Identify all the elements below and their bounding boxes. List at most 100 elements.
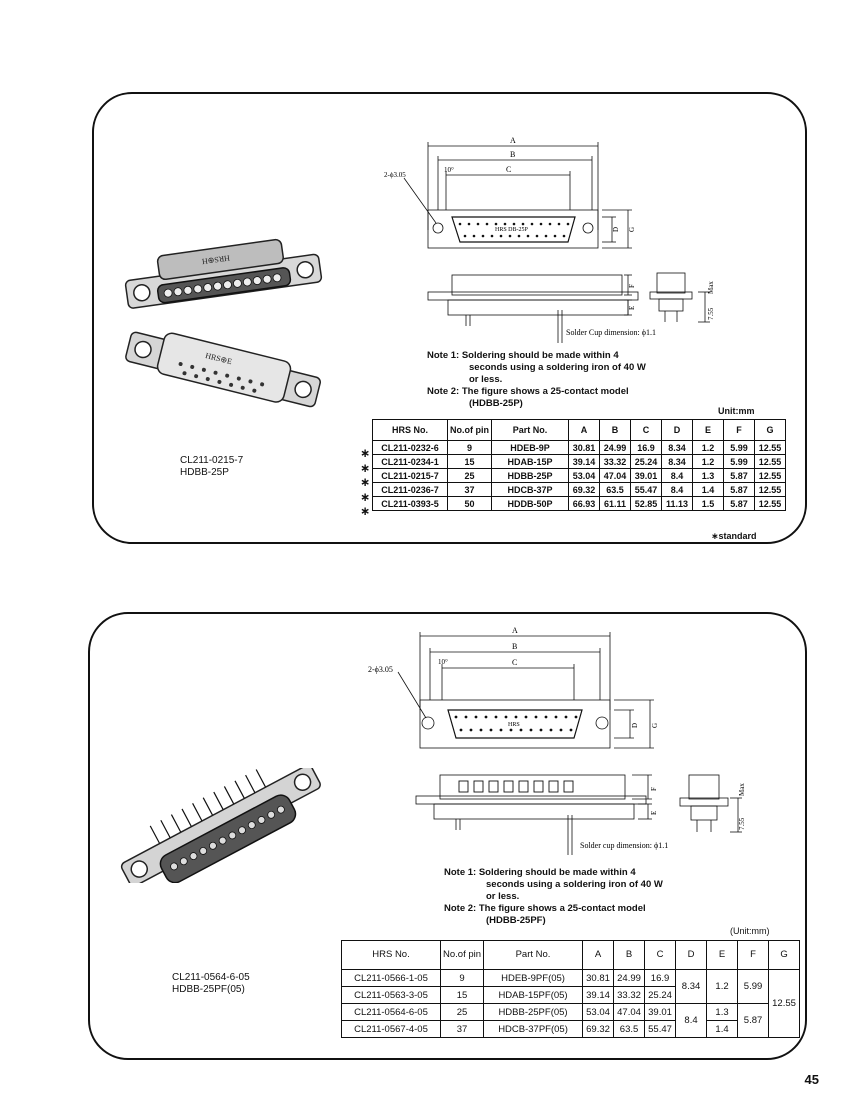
cell-part: HDBB-25P: [491, 468, 569, 483]
caption-part-number: HDBB-25P: [180, 467, 229, 478]
solder-cup-label-2: Solder cup dimension: ϕ1.1: [580, 841, 668, 850]
dim-a: 39.14: [582, 986, 615, 1004]
table-row: CL211-0564-6-05 25 HDBB-25PF(05) 53.04 4…: [341, 1003, 800, 1038]
cell-f: 5.99: [723, 440, 755, 455]
dim-d-label: D: [612, 227, 620, 232]
column-header: B: [599, 419, 631, 441]
cell-c: 52.85: [630, 496, 662, 511]
caption-panel1: CL211-0215-7 HDBB-25P: [180, 455, 243, 479]
cell-part: HDDB-50P: [491, 496, 569, 511]
dim-g-merged: 12.55: [768, 969, 801, 1038]
note2-line1: Note 2: The figure shows a 25-contact mo…: [427, 386, 629, 397]
cell-g: 12.55: [754, 468, 786, 483]
dim-c: 16.9: [644, 969, 677, 987]
cell-b: 33.32: [599, 454, 631, 469]
face-marking: HRS DB-25P: [495, 227, 529, 233]
cell-a: 66.93: [568, 496, 600, 511]
cell-f: 5.87: [723, 496, 755, 511]
dim-a: 30.81: [582, 969, 615, 987]
max-label: Max: [707, 281, 715, 294]
note2-line2: (HDBB-25P): [469, 398, 523, 409]
cell-c: 25.24: [630, 454, 662, 469]
standard-star: ∗: [360, 489, 371, 504]
column-header: E: [706, 940, 739, 970]
dim-e-label: E: [628, 306, 636, 310]
height-label: 7.55: [707, 307, 715, 320]
column-header: C: [630, 419, 662, 441]
cell-c: 16.9: [630, 440, 662, 455]
note1-line1: Note 1: Soldering should be made within …: [427, 350, 619, 361]
cell-part: HDEB-9P: [491, 440, 569, 455]
dim-c: 25.24: [644, 986, 677, 1004]
page-number: 45: [804, 1072, 819, 1087]
cell-a: 30.81: [568, 440, 600, 455]
cell-hrs: CL211-0393-5: [372, 496, 448, 511]
photo-marking-top: HRS⊕H: [201, 253, 230, 266]
column-header: F: [737, 940, 770, 970]
column-header: C: [644, 940, 677, 970]
cell-part: HDAB-15P: [491, 454, 569, 469]
hrs-no: CL211-0566-1-05: [341, 969, 441, 987]
cell-c: 39.01: [630, 468, 662, 483]
cell-e: 1.2: [692, 454, 724, 469]
cell-pin: 25: [447, 468, 492, 483]
dim-d-merged-top: 8.34: [675, 969, 708, 1004]
unit-label-panel1: Unit:mm: [718, 406, 755, 416]
dim-f-label-2: F: [650, 787, 658, 791]
standard-note: ∗standard: [711, 531, 757, 541]
standard-star: ∗: [360, 475, 371, 489]
dim-f-label: F: [628, 284, 636, 288]
column-header: Part No.: [483, 940, 584, 970]
dim-c: 55.47: [644, 1020, 677, 1038]
cell-g: 12.55: [754, 496, 786, 511]
column-header: No.of pin: [439, 940, 485, 970]
column-header: D: [661, 419, 693, 441]
cell-pin: 37: [447, 482, 492, 497]
column-header: F: [723, 419, 755, 441]
holes-label: 2-ϕ3.05: [384, 171, 406, 179]
hrs-no: CL211-0563-3-05: [341, 986, 441, 1004]
note1-line2: seconds using a soldering iron of 40 W: [469, 362, 646, 373]
dim-a: 53.04: [582, 1003, 615, 1021]
note1-line2-2: seconds using a soldering iron of 40 W: [486, 879, 663, 890]
dimension-drawing-hdbb-25pf: A B C 10° 2-ϕ3.05 HRS D G F E Max 7.55 S…: [368, 626, 746, 855]
dim-b: 47.04: [613, 1003, 646, 1021]
table-row: CL211-0567-4-05 37 HDCB-37PF(05) 69.32 6…: [341, 1020, 800, 1038]
cell-hrs: CL211-0236-7: [372, 482, 448, 497]
dim-e: 1.4: [706, 1020, 739, 1038]
pin-count: 25: [439, 1003, 485, 1021]
column-header: A: [582, 940, 615, 970]
dim-e-label-2: E: [650, 811, 658, 815]
cell-b: 61.11: [599, 496, 631, 511]
dim-f-merged-bottom: 5.87: [737, 1003, 770, 1038]
dim-c-label: C: [506, 165, 511, 174]
cell-a: 53.04: [568, 468, 600, 483]
max-label-2: Max: [738, 783, 746, 796]
caption-hrs-number-2: CL211-0564-6-05: [172, 972, 250, 983]
angle-label: 10°: [444, 166, 454, 174]
cell-f: 5.87: [723, 468, 755, 483]
dim-g-label: G: [628, 227, 636, 232]
dim-a-label: A: [510, 136, 516, 145]
connector-photo-top: HRS⊕H: [124, 238, 323, 309]
cell-e: 1.5: [692, 496, 724, 511]
hrs-no: CL211-0564-6-05: [341, 1003, 441, 1021]
standard-star: ∗: [360, 446, 371, 460]
column-header: E: [692, 419, 724, 441]
dim-a-label-2: A: [512, 626, 518, 635]
solder-cup-label: Solder Cup dimension: ϕ1.1: [566, 328, 656, 337]
cell-g: 12.55: [754, 440, 786, 455]
dim-g-label-2: G: [651, 723, 659, 728]
cell-b: 47.04: [599, 468, 631, 483]
cell-d: 8.4: [661, 482, 693, 497]
dim-f-merged-top: 5.99: [737, 969, 770, 1004]
dim-e: 1.3: [706, 1003, 739, 1021]
cell-b: 24.99: [599, 440, 631, 455]
table-row: CL211-0566-1-05 9 HDEB-9PF(05) 30.81 24.…: [341, 969, 801, 1038]
